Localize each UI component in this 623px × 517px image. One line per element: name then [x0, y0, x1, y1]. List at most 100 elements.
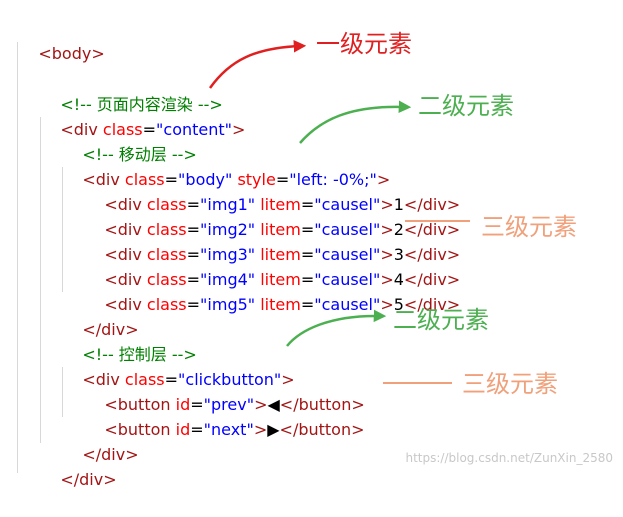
label-level2-body: 二级元素 [418, 92, 514, 120]
indent-guide-2 [40, 117, 41, 443]
code-annotation-figure: <body> <!-- 页面内容渲染 --> <div class="conte… [17, 16, 614, 489]
equals: = [142, 120, 157, 139]
equals: = [164, 170, 179, 189]
code-line-div-content: <div class="content"> [40, 92, 245, 139]
button-close: </button> [279, 395, 365, 414]
text-1: 1 [393, 195, 404, 214]
div-close: </div> [403, 270, 461, 289]
equals: = [186, 195, 201, 214]
code-line-button-next: <button id="next">▶</button> [84, 392, 364, 439]
div-open: <div [104, 220, 142, 239]
img2-value: "img2" [200, 220, 256, 239]
code-line-img4: <div class="img4" litem="causel">4</div> [84, 242, 460, 289]
watermark: https://blog.csdn.net/ZunXin_2580 [405, 451, 614, 465]
img4-value: "img4" [200, 270, 256, 289]
code-line-button-prev: <button id="prev">◀</button> [84, 367, 364, 414]
equals: = [300, 195, 315, 214]
div-close: </div> [403, 195, 461, 214]
indent-guide-3 [62, 167, 63, 292]
class-attr: class [124, 370, 165, 389]
code-line-img2: <div class="img2" litem="causel">2</div> [84, 192, 460, 239]
code-line-img3: <div class="img3" litem="causel">3</div> [84, 217, 460, 264]
div-open: <div [104, 195, 142, 214]
button-open: <button [104, 420, 171, 439]
gt: > [380, 195, 394, 214]
content-value: "content" [156, 120, 233, 139]
button-open: <button [104, 395, 171, 414]
equals: = [275, 170, 290, 189]
code-line-comment-content: <!-- 页面内容渲染 --> [40, 67, 223, 114]
gt: > [380, 270, 394, 289]
div-close: </div> [403, 245, 461, 264]
code-line-comment-ctrl: <!-- 控制层 --> [62, 317, 197, 364]
style-value: "left: -0%;" [289, 170, 377, 189]
style-attr: style [237, 170, 276, 189]
div-close: </div> [403, 295, 461, 314]
class-attr: class [146, 245, 187, 264]
body-value: "body" [178, 170, 233, 189]
litem-attr: litem [260, 270, 301, 289]
comment-ctrl: <!-- 控制层 --> [82, 345, 197, 364]
clickbutton-value: "clickbutton" [178, 370, 282, 389]
gt: > [376, 170, 391, 189]
equals: = [300, 270, 315, 289]
img5-value: "img5" [200, 295, 256, 314]
indent-guide-4 [62, 367, 63, 417]
causel-value: "causel" [314, 270, 381, 289]
prev-value: "prev" [203, 395, 255, 414]
div-open: <div [60, 120, 98, 139]
litem-attr: litem [260, 245, 301, 264]
class-attr: class [146, 195, 187, 214]
label-level2-clickbutton: 二级元素 [393, 306, 489, 334]
code-line-div-close-clickbutton: </div> [62, 417, 138, 464]
equals: = [300, 295, 315, 314]
equals: = [300, 245, 315, 264]
next-value: "next" [203, 420, 254, 439]
div-open: <div [82, 170, 120, 189]
causel-value: "causel" [314, 195, 381, 214]
litem-attr: litem [260, 220, 301, 239]
equals: = [186, 295, 201, 314]
div-open: <div [82, 370, 120, 389]
equals: = [164, 370, 179, 389]
id-attr: id [175, 395, 191, 414]
equals: = [190, 420, 204, 439]
gt: > [380, 295, 394, 314]
div-close: </div> [403, 220, 461, 239]
causel-value: "causel" [314, 245, 381, 264]
text-4: 4 [393, 270, 404, 289]
div-open: <div [104, 245, 142, 264]
div-open: <div [104, 295, 142, 314]
code-line-body-open: <body> [18, 16, 104, 63]
equals: = [186, 270, 201, 289]
img1-value: "img1" [200, 195, 256, 214]
text-5: 5 [393, 295, 404, 314]
code-line-div-body: <div class="body" style="left: -0%;"> [62, 142, 390, 189]
litem-attr: litem [260, 195, 301, 214]
class-attr: class [124, 170, 165, 189]
id-attr: id [175, 420, 191, 439]
gt: > [254, 395, 268, 414]
body-open-tag: <body> [38, 44, 105, 63]
causel-value: "causel" [314, 220, 381, 239]
label-level3-buttons: 三级元素 [462, 370, 558, 398]
button-close: </button> [279, 420, 365, 439]
code-line-img1: <div class="img1" litem="causel">1</div> [84, 167, 460, 214]
class-attr: class [146, 295, 187, 314]
class-attr: class [146, 270, 187, 289]
gt: > [232, 120, 246, 139]
equals: = [300, 220, 315, 239]
label-level3-images: 三级元素 [481, 213, 577, 241]
indent-guide-1 [17, 42, 18, 473]
div-close: </div> [82, 445, 139, 464]
div-close: </div> [82, 320, 139, 339]
equals: = [186, 220, 201, 239]
label-level1: 一级元素 [316, 30, 412, 58]
gt: > [380, 220, 394, 239]
code-line-comment-move: <!-- 移动层 --> [62, 117, 197, 164]
comment-content: <!-- 页面内容渲染 --> [60, 95, 223, 114]
gt: > [281, 370, 295, 389]
class-attr: class [146, 220, 187, 239]
img3-value: "img3" [200, 245, 256, 264]
arrow-level1 [208, 40, 307, 89]
